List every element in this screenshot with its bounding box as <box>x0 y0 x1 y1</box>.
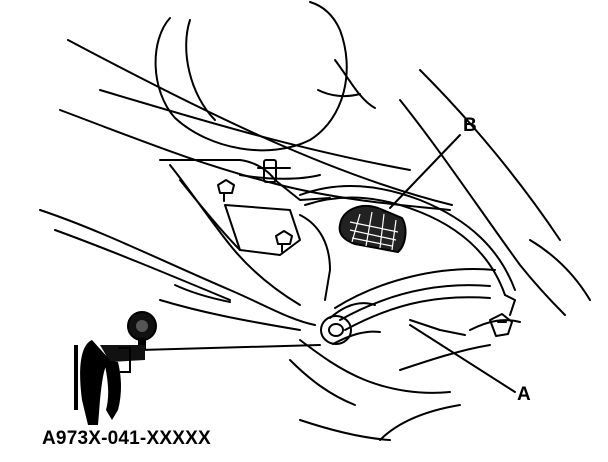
lower-arm <box>289 319 521 441</box>
leader-lines <box>139 134 516 393</box>
cable-clip <box>489 313 513 337</box>
callout-a-label: A <box>517 384 531 405</box>
body-panel-lines <box>39 39 591 331</box>
pad-part-b <box>338 205 407 254</box>
callout-b-label: B <box>463 115 477 136</box>
bolt-heads <box>217 159 293 253</box>
tire-outline <box>154 1 376 152</box>
leader-line-a <box>409 324 516 393</box>
leader-line-gauge <box>139 344 321 351</box>
subframe-outline <box>159 159 331 306</box>
bushing-part-a <box>320 302 381 345</box>
crossmember-arc <box>334 268 496 331</box>
gauge-tool <box>74 311 157 425</box>
brake-cable <box>299 184 516 316</box>
leader-line-b <box>389 134 461 209</box>
part-number-caption: A973X-041-XXXXX <box>42 428 211 449</box>
